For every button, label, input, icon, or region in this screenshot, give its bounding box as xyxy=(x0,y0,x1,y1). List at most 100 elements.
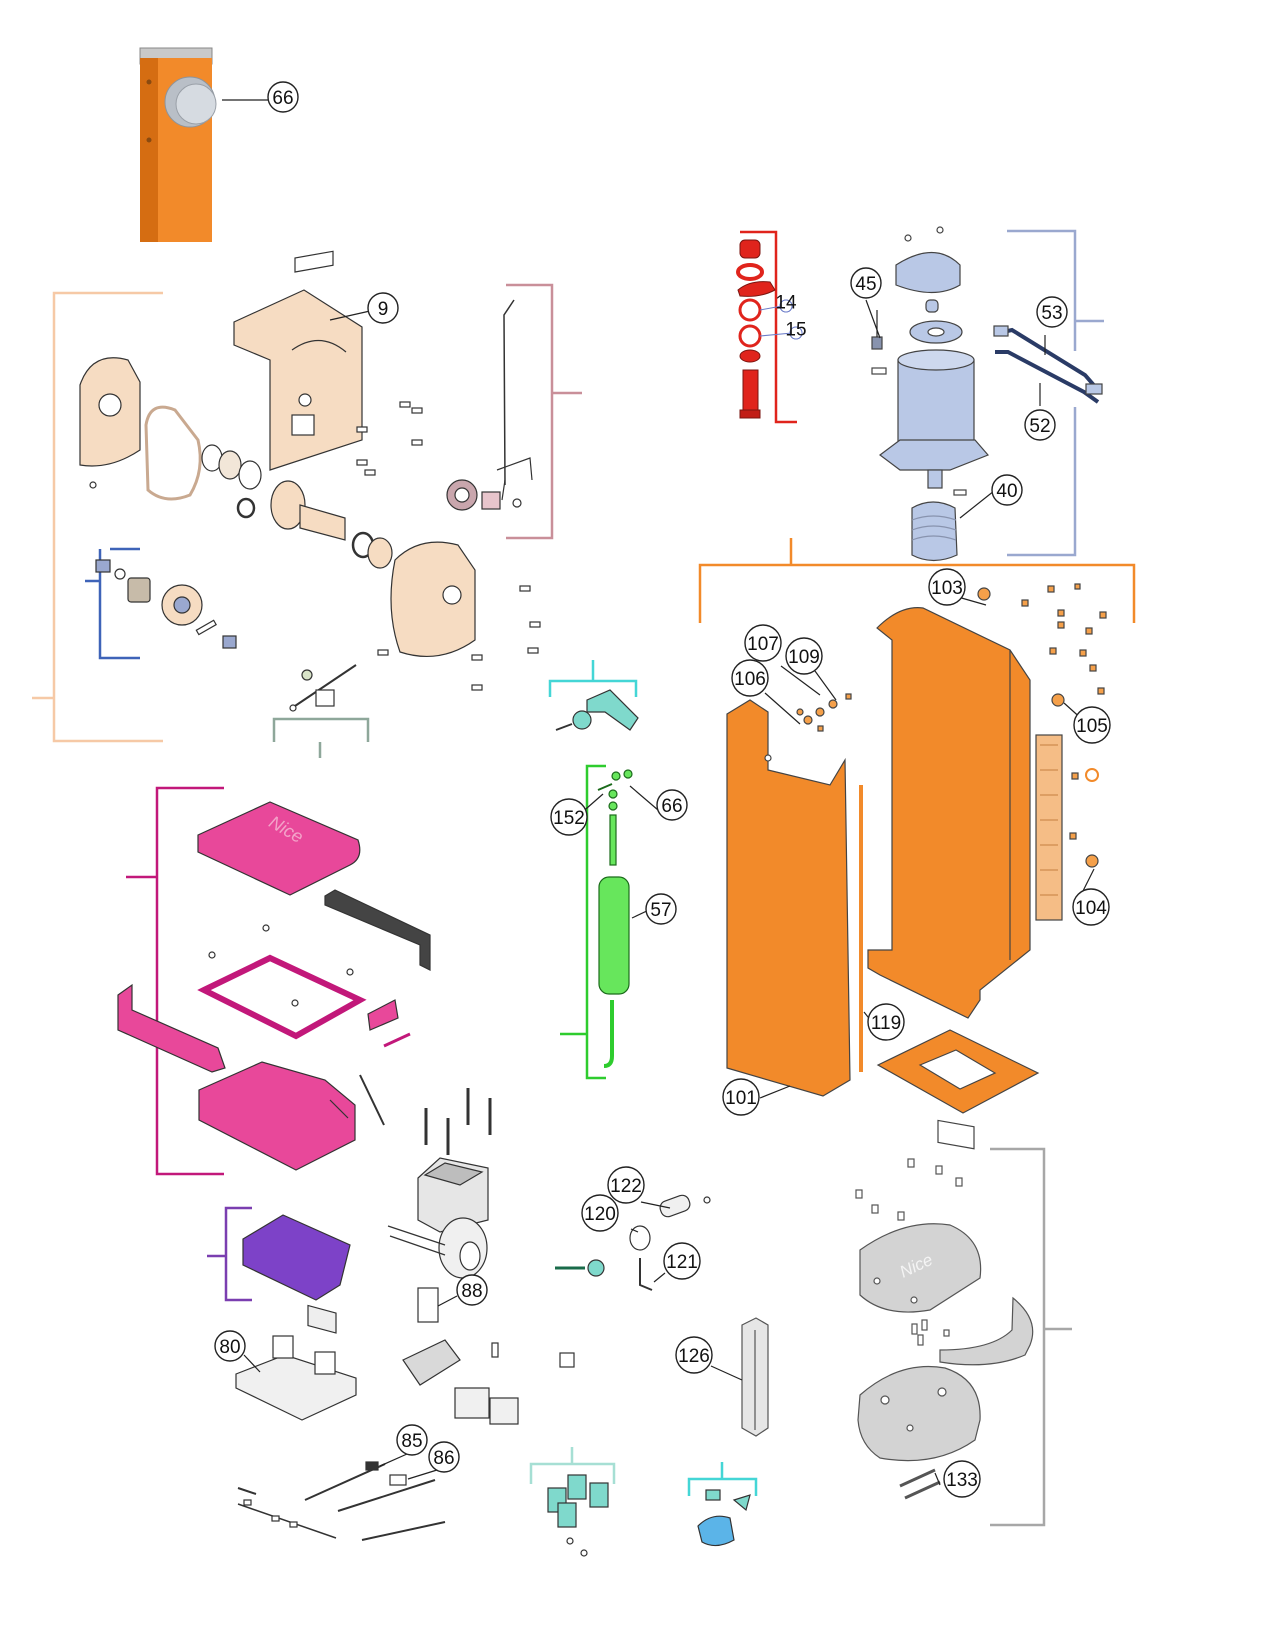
barrier-cabinet xyxy=(139,47,268,242)
callout-l122: 122 xyxy=(607,1166,645,1204)
gasket xyxy=(144,405,202,501)
callout-circle xyxy=(943,1460,981,1498)
callout-circle xyxy=(1072,888,1110,926)
callout-circle xyxy=(785,637,823,675)
fuse-holder xyxy=(697,1489,751,1547)
callout-circle xyxy=(267,81,299,113)
bracket-board xyxy=(207,1206,252,1302)
screws xyxy=(356,401,541,691)
callout-l121: 121 xyxy=(663,1242,701,1280)
callout-l86: 86 xyxy=(428,1441,460,1473)
callout-l119: 119 xyxy=(867,1003,905,1041)
control-unit xyxy=(235,1088,575,1541)
bracket-limit-rod xyxy=(506,283,582,540)
callout-l126: 126 xyxy=(675,1336,713,1374)
callout-l103: 103 xyxy=(928,568,966,606)
callout-l101: 101 xyxy=(722,1078,760,1116)
aluminium-profile xyxy=(741,1317,769,1437)
cabinet-door xyxy=(726,699,851,1097)
callout-circle xyxy=(456,1274,488,1306)
motor-body xyxy=(897,359,975,446)
cabinet-hardware xyxy=(796,583,1107,868)
callout-circle xyxy=(779,299,793,313)
bracket-cover xyxy=(126,786,224,1176)
ventilation-grid xyxy=(1035,734,1063,921)
callout-l120: 120 xyxy=(581,1194,619,1232)
spring-cylinder xyxy=(598,876,630,995)
callout-circle xyxy=(367,292,399,324)
cover-base xyxy=(198,1061,356,1171)
callout-l14: 14 xyxy=(775,293,797,314)
bracket-fuse xyxy=(687,1462,758,1496)
callout-l57: 57 xyxy=(645,893,677,925)
callout-circle xyxy=(675,1336,713,1374)
output-gear xyxy=(270,480,306,530)
callout-circle xyxy=(656,789,688,821)
bracket-spring xyxy=(560,764,606,1080)
callout-l105: 105 xyxy=(1073,706,1111,744)
callout-circle xyxy=(722,1078,760,1116)
bracket-cabinet xyxy=(698,538,1136,623)
callout-circle xyxy=(663,1242,701,1280)
callout-l66_mid: 66 xyxy=(656,789,688,821)
cabinet-group xyxy=(726,583,1107,1150)
callout-circle xyxy=(607,1166,645,1204)
limit-rod xyxy=(503,299,515,486)
callout-l152: 152 xyxy=(550,798,588,836)
cover-group xyxy=(117,801,431,1171)
callout-l66_top: 66 xyxy=(267,81,299,113)
bracket-pinion xyxy=(85,547,140,660)
callout-circle xyxy=(1024,409,1056,441)
callout-circle xyxy=(731,659,769,697)
lid-cover xyxy=(859,1223,982,1313)
callout-circle xyxy=(867,1003,905,1041)
callout-l80: 80 xyxy=(214,1330,246,1362)
callout-circle xyxy=(581,1194,619,1232)
cover-lid xyxy=(197,801,361,896)
bracket-batteries xyxy=(529,1447,616,1484)
callout-circle xyxy=(550,798,588,836)
callout-l52: 52 xyxy=(1024,409,1056,441)
bracket-lever-teal xyxy=(548,660,638,697)
cover-gasket xyxy=(197,954,367,1040)
lock-group xyxy=(555,1194,711,1291)
gearbox-group xyxy=(79,250,541,712)
bracket-red-parts xyxy=(740,230,797,424)
callout-l106: 106 xyxy=(731,659,769,697)
control-board xyxy=(242,1214,351,1301)
leader-lines xyxy=(243,299,1095,1486)
mounting-plate xyxy=(233,289,363,471)
callout-l45: 45 xyxy=(850,267,882,299)
callout-circle xyxy=(928,568,966,606)
callout-l9: 9 xyxy=(367,292,399,324)
callout-circle xyxy=(1036,296,1068,328)
callout-circle xyxy=(850,267,882,299)
callout-l53: 53 xyxy=(1036,296,1068,328)
batteries xyxy=(547,1474,609,1557)
callout-l107: 107 xyxy=(744,624,782,662)
cabinet-chassis xyxy=(867,607,1031,1019)
lid-base xyxy=(857,1365,981,1462)
lid-screws xyxy=(855,1158,963,1221)
callout-l104: 104 xyxy=(1072,888,1110,926)
spring-group xyxy=(597,769,633,1068)
lid-group xyxy=(855,1158,1034,1500)
teal-lever xyxy=(555,689,639,731)
callout-circle xyxy=(396,1424,428,1456)
callout-l109: 109 xyxy=(785,637,823,675)
worm-gear xyxy=(911,501,958,562)
callout-circle xyxy=(645,893,677,925)
callout-l85: 85 xyxy=(396,1424,428,1456)
brackets xyxy=(32,229,1136,1527)
callout-l88: 88 xyxy=(456,1274,488,1306)
callout-circle xyxy=(214,1330,246,1362)
callout-l40: 40 xyxy=(991,474,1023,506)
bracket-lever xyxy=(272,717,370,758)
housing-right xyxy=(390,541,476,657)
bracket-motor xyxy=(1007,229,1104,557)
callout-circle xyxy=(789,326,803,340)
motor-top-cap xyxy=(895,252,961,294)
callout-circle xyxy=(428,1441,460,1473)
bracket-lid xyxy=(990,1147,1072,1527)
